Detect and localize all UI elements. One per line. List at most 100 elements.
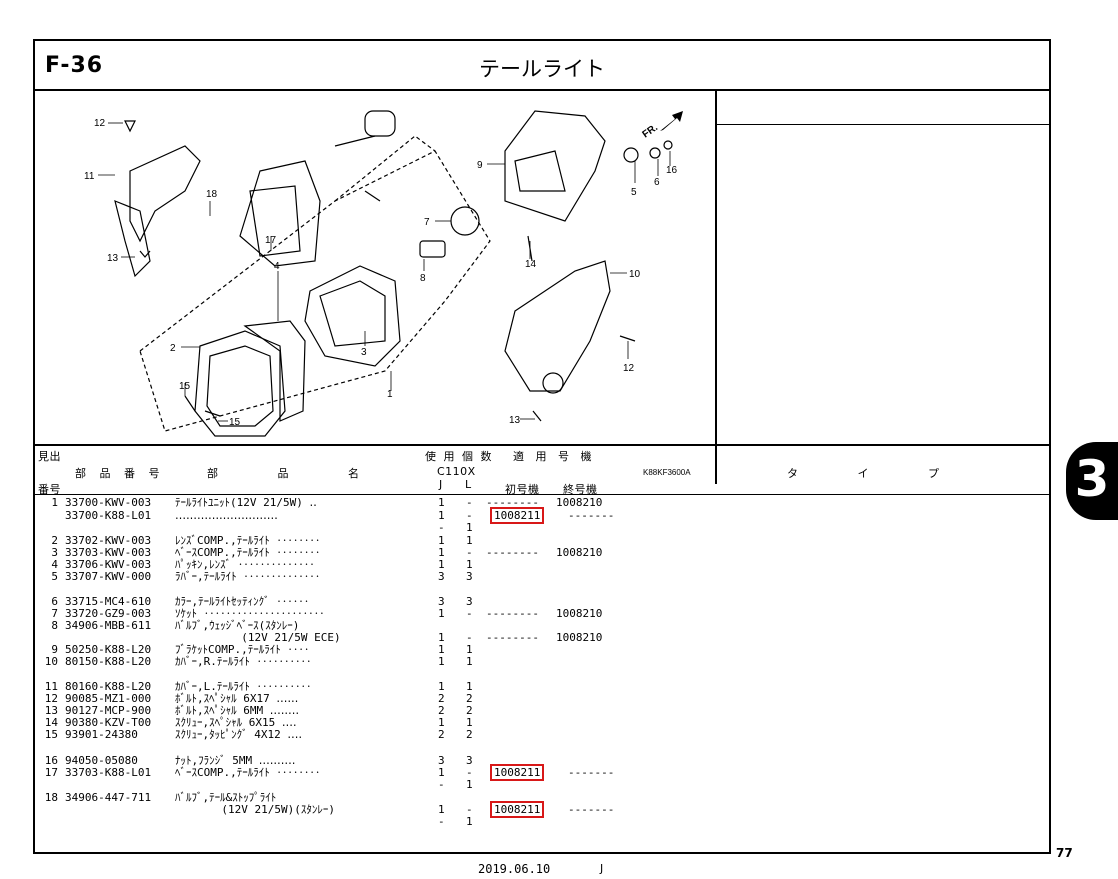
row-qty-l: - (466, 766, 473, 779)
row-qty-j: 1 (438, 643, 445, 656)
row-qty-l: 1 (466, 655, 473, 668)
row-qty-j: 1 (438, 509, 445, 522)
row-qty-j: - (438, 521, 445, 534)
row-part-number: 80150-K88-L20 (65, 655, 152, 668)
row-part-name: ‥‥‥‥‥‥‥‥‥‥‥‥‥‥ (175, 509, 278, 522)
callout-4: 4 (274, 261, 280, 272)
row-qty-j: 1 (438, 803, 445, 816)
table-row: -1 (38, 779, 1038, 791)
table-row: -1 (38, 816, 1038, 828)
header-part-no: 部 品 番 号 (75, 467, 165, 480)
table-row: -1 (38, 522, 1038, 534)
row-ref-number: 14 (44, 716, 58, 729)
table-row: (12V 21/5W ECE)1---------1008210 (38, 632, 1038, 644)
title-row: F-36 テールライト (35, 41, 1049, 91)
front-arrow-icon: FR. (641, 111, 683, 140)
row-qty-j: 1 (438, 631, 445, 644)
row-qty-j: - (438, 815, 445, 828)
row-qty-l: 1 (466, 680, 473, 693)
table-row: (12V 21/5W)(ｽﾀﾝﾚｰ)1-1008211------- (38, 801, 1038, 818)
callout-1: 1 (387, 389, 393, 400)
callout-18: 18 (206, 189, 218, 200)
row-qty-j: 2 (438, 704, 445, 717)
row-qty-j: 1 (438, 546, 445, 559)
row-end-frame: ------- (568, 803, 615, 816)
row-ref-number: 18 (44, 791, 58, 804)
callout-15-lower: 15 (229, 417, 241, 428)
row-part-name: (12V 21/5W)(ｽﾀﾝﾚｰ) (175, 803, 335, 816)
row-part-name: ﾃｰﾙﾗｲﾄﾕﾆｯﾄ(12V 21/5W) ‥ (175, 496, 317, 509)
row-qty-l: - (466, 509, 473, 522)
row-qty-l: 2 (466, 692, 473, 705)
row-ref-number: 17 (44, 766, 58, 779)
table-header-divider (35, 494, 1049, 495)
row-qty-l: 1 (466, 716, 473, 729)
row-ref-number: 13 (44, 704, 58, 717)
row-part-name: ｽｸﾘｭｰ,ｽﾍﾟｼｬﾙ 6X15 ‥‥ (175, 716, 297, 729)
row-ref-number: 7 (51, 607, 58, 620)
callout-16: 16 (666, 165, 678, 176)
row-part-name: ﾍﾞｰｽCOMP.,ﾃｰﾙﾗｲﾄ ‥‥‥‥ (175, 546, 321, 559)
row-part-number: 33720-GZ9-003 (65, 607, 152, 620)
row-end-frame: ------- (568, 509, 615, 522)
row-part-number: 33702-KWV-003 (65, 534, 152, 547)
row-start-frame: 1008211 (486, 764, 545, 781)
header-model-range: 適 用 号 機 (513, 450, 596, 463)
row-qty-l: 1 (466, 643, 473, 656)
row-qty-l: - (466, 546, 473, 559)
header-mide: 見出 (38, 450, 61, 463)
row-qty-j: 3 (438, 595, 445, 608)
row-part-name: ﾌﾞﾗｹｯﾄCOMP.,ﾃｰﾙﾗｲﾄ ‥‥ (175, 643, 310, 656)
row-part-name: ﾊﾞﾙﾌﾞ,ｳｪｯｼﾞﾍﾞｰｽ(ｽﾀﾝﾚｰ) (175, 619, 300, 632)
row-part-name: ﾎﾞﾙﾄ,ｽﾍﾟｼｬﾙ 6MM ‥‥‥‥ (175, 704, 300, 717)
row-part-name: ｶﾊﾞｰ,L.ﾃｰﾙﾗｲﾄ ‥‥‥‥‥ (175, 680, 312, 693)
row-ref-number: 12 (44, 692, 58, 705)
row-ref-number: 11 (44, 680, 58, 693)
row-start-frame: -------- (486, 496, 539, 509)
row-part-number: 33703-K88-L01 (65, 766, 152, 779)
row-part-number: 34906-447-711 (65, 791, 152, 804)
header-type: タ イ プ (787, 467, 967, 480)
row-part-number: 33715-MC4-610 (65, 595, 152, 608)
front-label: FR. (641, 122, 661, 140)
side-panel-divider (717, 124, 1049, 125)
row-end-frame: 1008210 (556, 546, 603, 559)
highlighted-start-frame: 1008211 (490, 764, 545, 781)
row-qty-l: 1 (466, 521, 473, 534)
row-part-name: ﾍﾞｰｽCOMP.,ﾃｰﾙﾗｲﾄ ‥‥‥‥ (175, 766, 321, 779)
row-part-number: 90380-KZV-T00 (65, 716, 152, 729)
row-start-frame: 1008211 (486, 801, 545, 818)
header-qty: 使 用 個 数 (425, 450, 494, 463)
row-start-frame: -------- (486, 631, 539, 644)
callout-2: 2 (170, 343, 176, 354)
callout-7: 7 (424, 217, 430, 228)
row-ref-number: 6 (51, 595, 58, 608)
row-qty-l: - (466, 607, 473, 620)
callout-11: 11 (84, 171, 95, 182)
row-ref-number: 5 (51, 570, 58, 583)
row-qty-j: 2 (438, 692, 445, 705)
row-start-frame: -------- (486, 546, 539, 559)
footer-region: J (600, 862, 604, 875)
table-row: 33700-K88-L01‥‥‥‥‥‥‥‥‥‥‥‥‥‥1-1008211----… (38, 507, 1038, 524)
highlighted-start-frame: 1008211 (490, 801, 545, 818)
row-part-number: 80160-K88-L20 (65, 680, 152, 693)
row-qty-l: 3 (466, 754, 473, 767)
row-qty-j: 1 (438, 558, 445, 571)
row-ref-number: 16 (44, 754, 58, 767)
header-part-name: 部 品 名 (207, 467, 387, 480)
row-part-number: 33700-KWV-003 (65, 496, 152, 509)
row-part-name: ｿｹｯﾄ ‥‥‥‥‥‥‥‥‥‥‥ (175, 607, 325, 620)
row-qty-j: 2 (438, 728, 445, 741)
header-col-j: J (439, 478, 443, 491)
